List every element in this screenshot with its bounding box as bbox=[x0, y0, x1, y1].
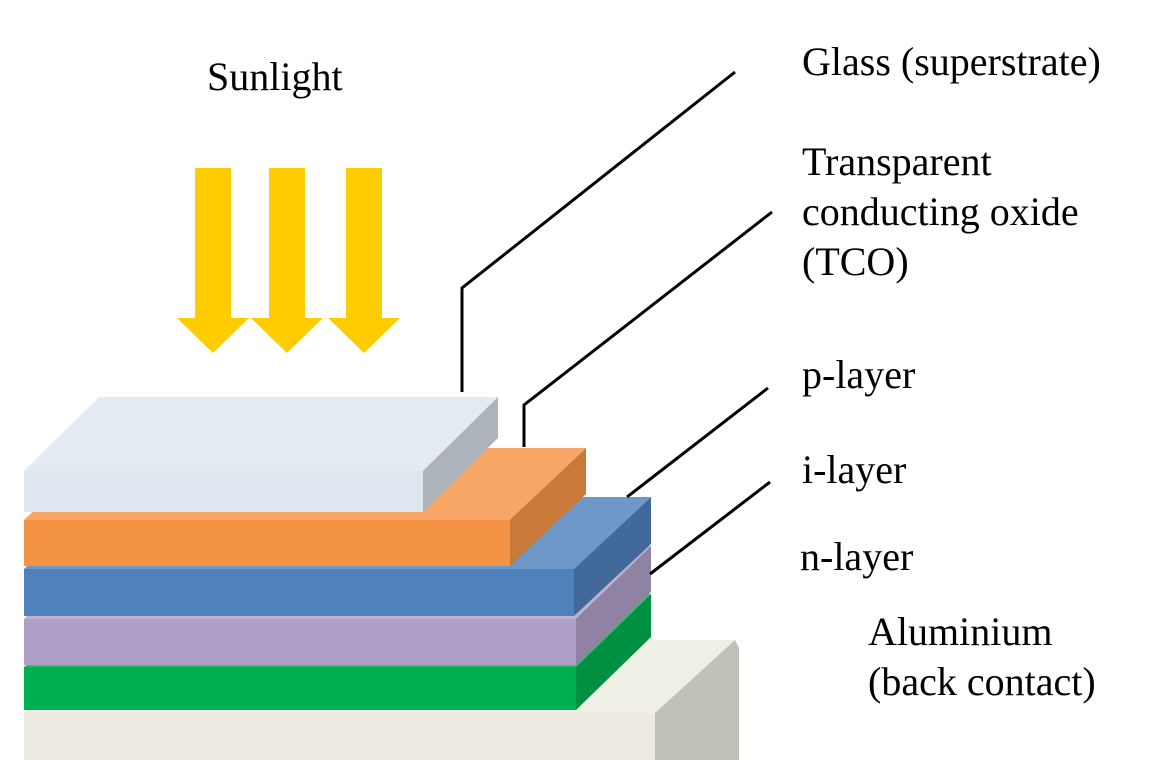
sunlight-label: Sunlight bbox=[207, 54, 343, 99]
leader-line-tco bbox=[522, 210, 773, 447]
sunlight-arrow bbox=[328, 168, 400, 353]
tco-label-line: (TCO) bbox=[802, 239, 909, 284]
leader-line-glass bbox=[460, 70, 736, 392]
n-layer-label: n-layer bbox=[800, 534, 914, 579]
sunlight-arrows bbox=[177, 168, 400, 353]
glass-layer bbox=[24, 397, 498, 512]
i-layer-label: i-layer bbox=[802, 447, 907, 492]
sunlight-arrow bbox=[251, 168, 323, 353]
leader-lines bbox=[460, 70, 773, 576]
leader-line-p bbox=[626, 386, 769, 499]
sunlight-arrow bbox=[177, 168, 249, 353]
tco-label: Transparent conducting oxide (TCO) bbox=[802, 137, 1079, 287]
aluminium-label: Aluminium (back contact) bbox=[868, 607, 1096, 707]
tco-label-line: conducting oxide bbox=[802, 189, 1079, 234]
tco-label-line: Transparent bbox=[802, 139, 992, 184]
leader-line-i bbox=[649, 480, 771, 576]
aluminium-label-line: Aluminium bbox=[868, 609, 1053, 654]
aluminium-label-line: (back contact) bbox=[868, 659, 1096, 704]
glass-label: Glass (superstrate) bbox=[802, 39, 1101, 84]
p-layer-label: p-layer bbox=[802, 352, 916, 397]
